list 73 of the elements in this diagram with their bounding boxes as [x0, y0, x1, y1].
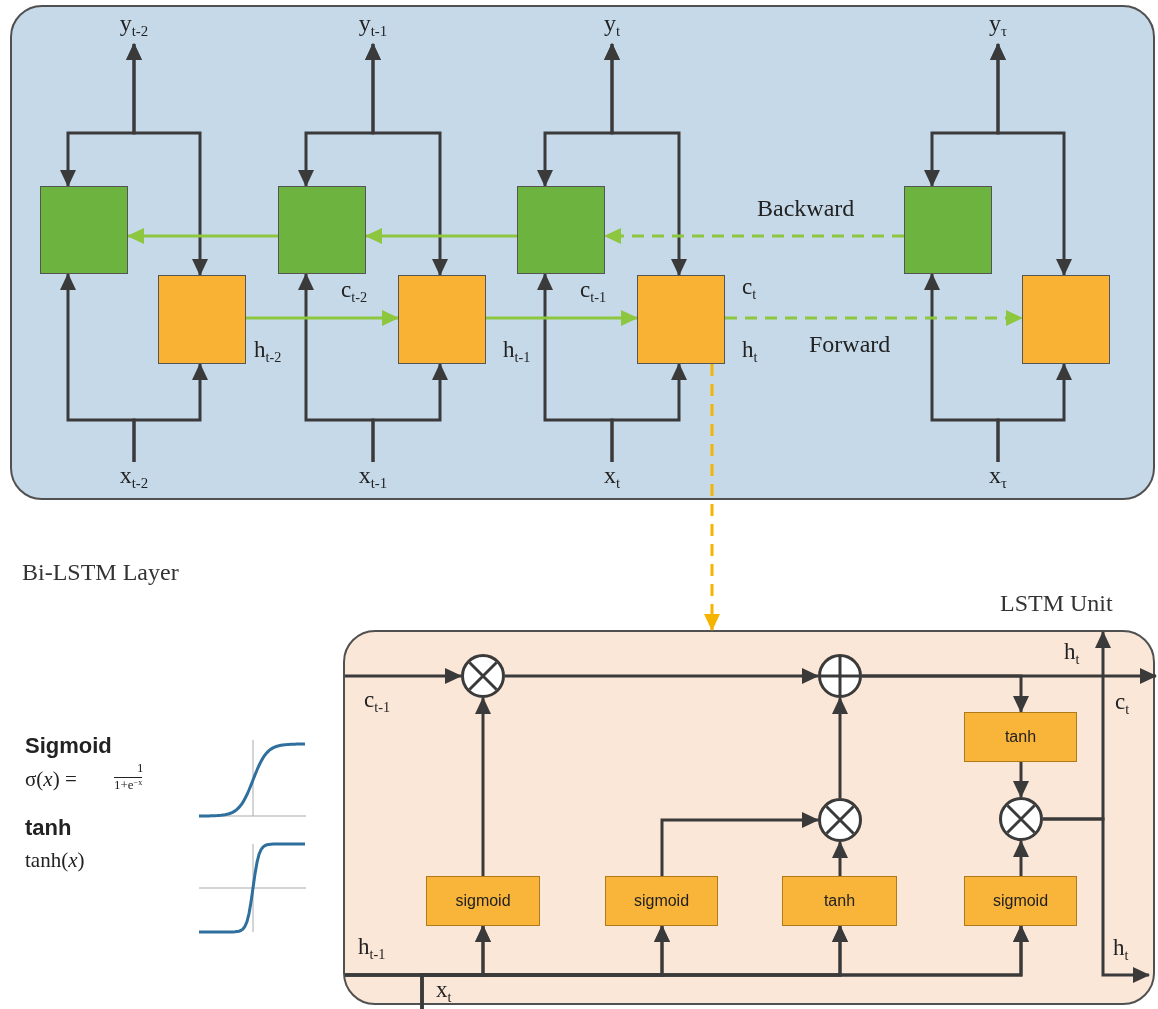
add-operator: [818, 654, 862, 698]
input-label: x$_{τ}$: [963, 462, 1033, 496]
backward-lstm-cell: [517, 186, 605, 274]
backward-lstm-cell: [278, 186, 366, 274]
function-name: Sigmoid: [25, 733, 112, 760]
arrow: [1043, 817, 1150, 983]
signal-label: h$_{t}$: [742, 336, 758, 364]
signal-label: c$_{t-2}$: [341, 276, 368, 304]
backward-lstm-cell: [40, 186, 128, 274]
direction-label: Forward: [809, 330, 891, 359]
input-label: x$_{t}$: [577, 462, 647, 496]
arrow: [604, 228, 904, 244]
arrow: [486, 310, 638, 326]
arrow: [371, 363, 448, 462]
activation-block: sigmoid: [426, 876, 540, 926]
signal-label: h$_{t-1}$: [358, 933, 386, 961]
arrow: [345, 668, 462, 684]
activation-block: tanh: [782, 876, 897, 926]
arrow: [1013, 762, 1029, 798]
arrow: [505, 668, 819, 684]
arrow: [365, 228, 517, 244]
output-label: y$_{τ}$: [963, 10, 1033, 44]
arrow: [604, 43, 687, 276]
arrow: [420, 925, 1029, 1009]
multiply-operator: [461, 654, 505, 698]
arrow: [832, 697, 848, 798]
signal-label: c$_{t-1}$: [580, 276, 607, 304]
output-label: y$_{t-1}$: [338, 10, 408, 44]
signal-label: c$_{t}$: [1115, 688, 1130, 716]
signal-label: h$_{t}$: [1064, 638, 1080, 666]
forward-lstm-cell: [158, 275, 246, 364]
arrow: [832, 841, 848, 876]
direction-label: Backward: [757, 194, 855, 223]
signal-label: h$_{t-2}$: [254, 336, 282, 364]
formula-text: σ(x) =: [25, 767, 77, 793]
arrow: [1013, 840, 1029, 876]
signal-label: x$_{t}$: [436, 976, 452, 1004]
output-label: y$_{t-2}$: [99, 10, 169, 44]
forward-lstm-cell: [1022, 275, 1110, 364]
arrow: [126, 43, 208, 276]
arrow: [132, 363, 208, 462]
fraction-numerator: 1: [137, 761, 144, 776]
signal-label: h$_{t-1}$: [503, 336, 531, 364]
activation-block: sigmoid: [605, 876, 718, 926]
arrow: [365, 43, 448, 276]
arrow: [990, 43, 1072, 276]
activation-block: tanh: [964, 712, 1077, 762]
input-label: x$_{t-2}$: [99, 462, 169, 496]
backward-lstm-cell: [904, 186, 992, 274]
formula-text: tanh(x): [25, 848, 85, 874]
fraction-denominator: 1+e$^{−x}$: [114, 777, 143, 793]
input-label: x$_{t-1}$: [338, 462, 408, 496]
activation-block: sigmoid: [964, 876, 1077, 926]
arrow: [475, 697, 491, 876]
function-name: tanh: [25, 815, 72, 842]
arrow: [704, 364, 720, 631]
panel-title: Bi-LSTM Layer: [22, 559, 179, 586]
arrow: [725, 310, 1023, 326]
arrow: [660, 812, 819, 876]
signal-label: c$_{t}$: [742, 273, 757, 301]
forward-lstm-cell: [398, 275, 486, 364]
signal-label: h$_{t}$: [1113, 934, 1129, 962]
output-label: y$_{t}$: [577, 10, 647, 44]
arrow: [127, 228, 278, 244]
arrow: [996, 363, 1072, 462]
forward-lstm-cell: [637, 275, 725, 364]
multiply-operator: [818, 798, 862, 842]
arrow: [246, 310, 399, 326]
multiply-operator: [999, 797, 1043, 841]
panel-title: LSTM Unit: [1000, 590, 1113, 617]
arrow: [862, 674, 1029, 713]
arrow: [610, 363, 687, 462]
signal-label: c$_{t-1}$: [364, 686, 391, 714]
